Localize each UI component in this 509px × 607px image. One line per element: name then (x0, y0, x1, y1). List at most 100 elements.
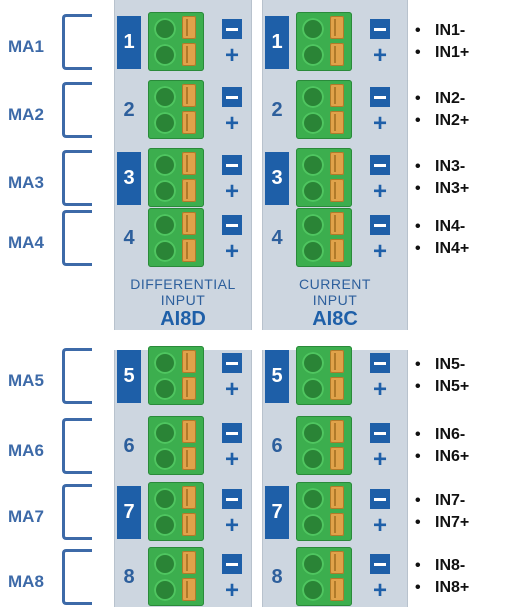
input-label-1-minus: •IN1- (415, 22, 465, 40)
ai8c-channel-number-7: 7 (265, 486, 289, 539)
minus-glyph (226, 497, 238, 501)
terminal-lever-top-icon[interactable] (182, 551, 196, 574)
terminal-lever-top-icon[interactable] (330, 16, 344, 39)
ai8d-terminal-block-icon-5[interactable] (148, 346, 204, 405)
terminal-lever-top-icon[interactable] (182, 84, 196, 107)
ma-label-3: MA3 (8, 173, 44, 192)
terminal-hole-top-icon (302, 422, 324, 444)
input-label-1-plus: •IN1+ (415, 44, 469, 62)
terminal-lever-top-icon[interactable] (330, 152, 344, 175)
terminal-lever-top-icon[interactable] (182, 212, 196, 235)
terminal-lever-top-icon[interactable] (330, 212, 344, 235)
terminal-hole-top-icon (154, 422, 176, 444)
terminal-lever-top-icon[interactable] (330, 551, 344, 574)
terminal-lever-top-icon[interactable] (182, 16, 196, 39)
terminal-hole-top-icon (154, 154, 176, 176)
terminal-lever-bottom-icon[interactable] (182, 239, 196, 262)
ai8c-plus-icon-7: + (372, 512, 387, 539)
input-label-text: IN4+ (435, 240, 470, 257)
ai8c-minus-icon-8 (370, 554, 390, 574)
ai8c-terminal-block-icon-1[interactable] (296, 12, 352, 71)
bullet: • (415, 557, 421, 574)
ai8c-channel-number-1: 1 (265, 16, 289, 69)
ai8c-terminal-block-icon-8[interactable] (296, 547, 352, 606)
ai8c-plus-icon-1: + (372, 42, 387, 69)
input-label-text: IN5- (435, 356, 466, 373)
minus-glyph (374, 361, 386, 365)
ma-label-1: MA1 (8, 37, 44, 56)
ma-label-7: MA7 (8, 507, 44, 526)
ai8c-channel-number-3: 3 (265, 152, 289, 205)
terminal-lever-bottom-icon[interactable] (330, 377, 344, 400)
bullet: • (415, 44, 421, 61)
minus-glyph (226, 562, 238, 566)
ai8d-terminal-block-icon-2[interactable] (148, 80, 204, 139)
terminal-hole-bottom-icon (302, 514, 324, 536)
input-label-3-minus: •IN3- (415, 158, 465, 176)
ai8d-terminal-block-icon-7[interactable] (148, 482, 204, 541)
ai8c-channel-number-6: 6 (271, 435, 283, 457)
terminal-lever-bottom-icon[interactable] (330, 179, 344, 202)
terminal-lever-top-icon[interactable] (330, 84, 344, 107)
ai8c-terminal-block-icon-3[interactable] (296, 148, 352, 207)
terminal-lever-bottom-icon[interactable] (330, 43, 344, 66)
terminal-lever-top-icon[interactable] (330, 420, 344, 443)
ai8d-terminal-block-icon-4[interactable] (148, 208, 204, 267)
ai8d-minus-icon-5 (222, 353, 242, 373)
terminal-lever-top-icon[interactable] (330, 486, 344, 509)
input-label-7-minus: •IN7- (415, 492, 465, 510)
terminal-lever-top-icon[interactable] (182, 420, 196, 443)
terminal-lever-top-icon[interactable] (182, 486, 196, 509)
minus-glyph (374, 497, 386, 501)
input-label-4-minus: •IN4- (415, 218, 465, 236)
module-ai8c-name: AI8C (312, 308, 358, 330)
terminal-lever-bottom-icon[interactable] (330, 447, 344, 470)
terminal-lever-bottom-icon[interactable] (330, 513, 344, 536)
terminal-hole-top-icon (154, 488, 176, 510)
terminal-lever-bottom-icon[interactable] (182, 43, 196, 66)
terminal-lever-bottom-icon[interactable] (330, 111, 344, 134)
ai8c-terminal-block-icon-4[interactable] (296, 208, 352, 267)
ai8d-terminal-block-icon-3[interactable] (148, 148, 204, 207)
ai8d-channel-number-8: 8 (123, 566, 135, 588)
ai8d-channel-number-6: 6 (123, 435, 135, 457)
minus-glyph (226, 361, 238, 365)
module-ai8d-caption: DIFFERENTIAL INPUT (114, 276, 252, 308)
terminal-hole-bottom-icon (154, 378, 176, 400)
ai8d-terminal-block-icon-1[interactable] (148, 12, 204, 71)
terminal-lever-bottom-icon[interactable] (182, 179, 196, 202)
bullet: • (415, 112, 421, 129)
ai8c-minus-icon-4 (370, 215, 390, 235)
input-label-5-plus: •IN5+ (415, 378, 469, 396)
ai8d-plus-icon-1: + (224, 42, 239, 69)
ai8d-channel-number-2: 2 (123, 99, 135, 121)
ma-bracket-2 (62, 82, 92, 138)
terminal-lever-bottom-icon[interactable] (330, 239, 344, 262)
input-label-5-minus: •IN5- (415, 356, 465, 374)
terminal-lever-bottom-icon[interactable] (182, 377, 196, 400)
terminal-lever-bottom-icon[interactable] (182, 578, 196, 601)
terminal-lever-bottom-icon[interactable] (182, 447, 196, 470)
ai8c-terminal-block-icon-6[interactable] (296, 416, 352, 475)
ma-bracket-5 (62, 348, 92, 404)
terminal-hole-bottom-icon (302, 240, 324, 262)
minus-glyph (374, 562, 386, 566)
terminal-lever-bottom-icon[interactable] (182, 111, 196, 134)
terminal-lever-bottom-icon[interactable] (330, 578, 344, 601)
terminal-lever-top-icon[interactable] (330, 350, 344, 373)
ai8d-minus-icon-7 (222, 489, 242, 509)
terminal-lever-bottom-icon[interactable] (182, 513, 196, 536)
terminal-lever-top-icon[interactable] (182, 152, 196, 175)
minus-glyph (226, 95, 238, 99)
ai8c-terminal-block-icon-5[interactable] (296, 346, 352, 405)
ai8c-channel-number-8: 8 (271, 566, 283, 588)
ai8c-terminal-block-icon-2[interactable] (296, 80, 352, 139)
bullet: • (415, 218, 421, 235)
terminal-lever-top-icon[interactable] (182, 350, 196, 373)
minus-glyph (374, 223, 386, 227)
ai8c-terminal-block-icon-7[interactable] (296, 482, 352, 541)
input-label-4-plus: •IN4+ (415, 240, 469, 258)
ai8d-terminal-block-icon-6[interactable] (148, 416, 204, 475)
ai8d-terminal-block-icon-8[interactable] (148, 547, 204, 606)
input-label-6-plus: •IN6+ (415, 448, 469, 466)
